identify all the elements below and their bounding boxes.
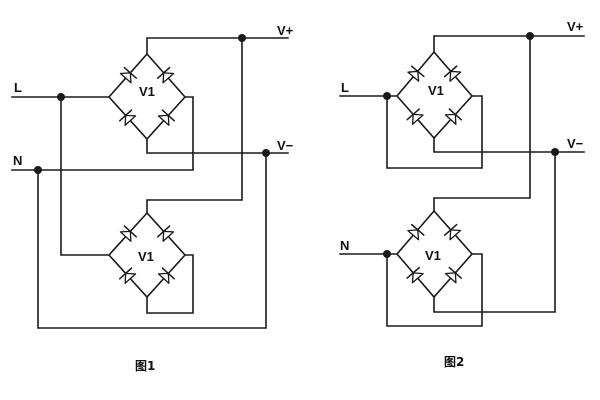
terminal-label-vminus: V−: [567, 136, 584, 151]
diode: [119, 66, 138, 84]
diode-triangle: [444, 113, 457, 125]
diode: [444, 266, 463, 284]
terminal-label-vplus: V+: [567, 19, 584, 34]
diode-bar: [123, 66, 138, 79]
diode-triangle: [449, 229, 462, 241]
diode-triangle: [157, 114, 170, 126]
diode-bar: [118, 267, 133, 280]
bridge-label: V1: [428, 83, 444, 98]
diode-bar: [123, 225, 138, 238]
bridge-label: V1: [425, 248, 441, 263]
diode: [443, 223, 462, 241]
diode-triangle: [119, 72, 132, 84]
diode: [407, 223, 425, 241]
diode-triangle: [449, 70, 462, 82]
diode-bar: [448, 266, 463, 279]
bridge-label: V1: [138, 249, 154, 264]
diode-bar: [406, 108, 420, 121]
diode: [406, 266, 424, 284]
junction-dot: [34, 166, 42, 174]
figure-2: V1 V1 L N V+ V− 图2: [339, 19, 585, 369]
terminal-label-vplus: V+: [277, 23, 294, 38]
junction-dot: [57, 93, 65, 101]
diode: [157, 109, 176, 126]
diode-triangle: [157, 272, 170, 284]
diode-triangle: [162, 72, 175, 84]
diode: [407, 65, 425, 82]
diode-triangle: [411, 272, 424, 284]
diode-bar: [443, 65, 458, 78]
terminal-label-vminus: V−: [277, 138, 294, 153]
diode-bar: [448, 108, 463, 121]
diode-bar: [406, 266, 421, 279]
wires: [339, 35, 585, 327]
bridge-label: V1: [139, 84, 155, 99]
diode-triangle: [124, 272, 137, 284]
diode-bar: [118, 109, 133, 122]
diode-triangle: [124, 114, 137, 126]
diode: [118, 267, 137, 284]
junction-dot: [526, 32, 534, 40]
figure-caption: 图1: [135, 359, 155, 373]
bridge-bottom: V1: [395, 209, 474, 299]
terminal-label-n: N: [340, 238, 349, 253]
bridge-top: V1: [395, 50, 474, 140]
diode-bar: [156, 66, 171, 79]
diode-bar: [156, 225, 171, 238]
diode-triangle: [407, 70, 420, 82]
junction-dot: [238, 34, 246, 42]
diode: [444, 108, 463, 125]
diode: [118, 109, 137, 126]
figure-1: V1 V1 L N V+ V− 图1: [11, 23, 294, 373]
junction-dot: [383, 250, 391, 258]
junction-dot: [551, 148, 559, 156]
diode: [156, 225, 175, 242]
wires: [11, 37, 289, 329]
diode-bar: [410, 223, 425, 236]
diode: [157, 267, 176, 284]
terminal-label-n: N: [13, 153, 22, 168]
terminal-label-l: L: [14, 80, 22, 95]
bridge-top: V1: [107, 52, 187, 141]
diode: [406, 108, 424, 125]
figure-caption: 图2: [444, 355, 464, 369]
junction-dot: [383, 92, 391, 100]
diode: [156, 66, 175, 84]
diode-bar: [161, 109, 176, 122]
terminal-label-l: L: [341, 80, 349, 95]
diode-bar: [410, 65, 425, 78]
bridge-bottom: V1: [107, 211, 187, 299]
diode-bar: [443, 223, 458, 236]
diode-triangle: [162, 230, 175, 242]
diode: [443, 65, 462, 82]
diode-triangle: [444, 272, 457, 284]
diode-triangle: [119, 230, 132, 242]
junction-dot: [262, 149, 270, 157]
diode-triangle: [411, 113, 424, 125]
diode-triangle: [407, 229, 420, 241]
diode: [119, 225, 138, 242]
diode-bar: [161, 267, 176, 280]
